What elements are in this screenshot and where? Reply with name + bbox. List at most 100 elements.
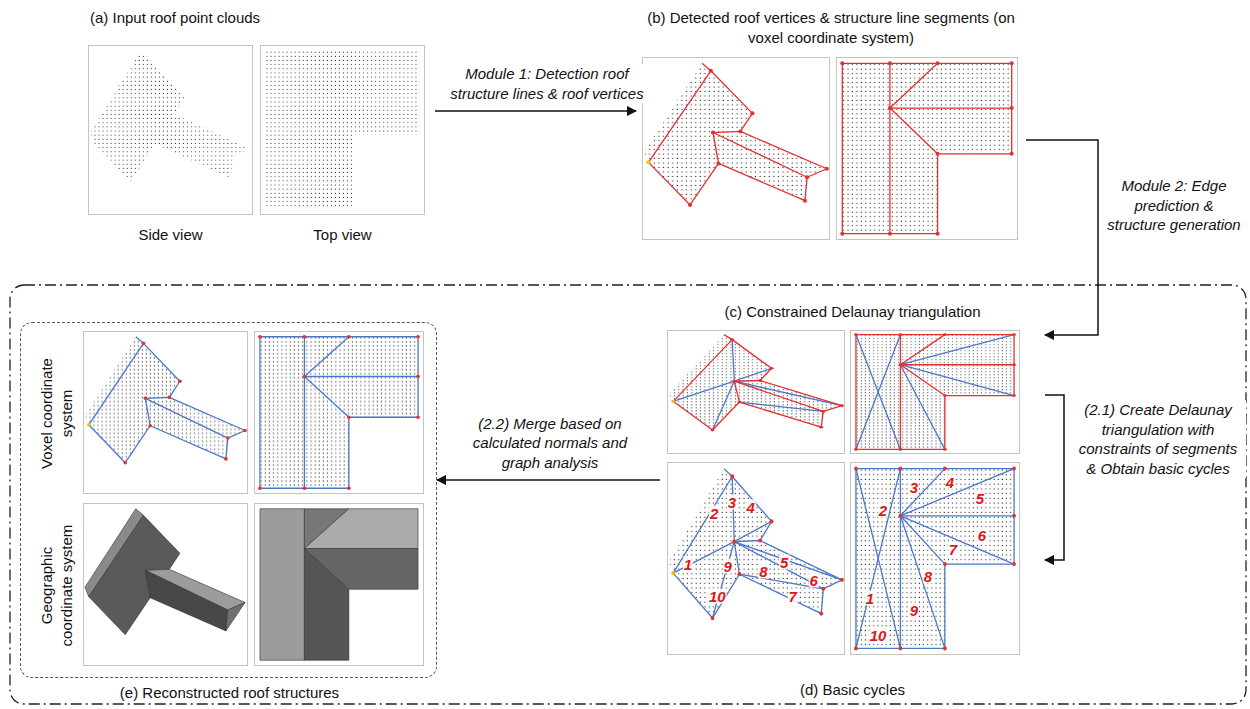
structure-line bbox=[711, 71, 753, 114]
structure-line bbox=[734, 381, 823, 411]
roof-vertex bbox=[1012, 562, 1016, 566]
flow-arrow bbox=[1026, 140, 1098, 335]
roof-vertex bbox=[770, 519, 774, 523]
roof-vertex bbox=[936, 152, 940, 156]
point-cloud bbox=[304, 337, 418, 377]
roof-vertex bbox=[888, 106, 892, 110]
roof-vertex bbox=[737, 401, 741, 404]
callout-number: 1 bbox=[683, 557, 693, 572]
roof-vertex bbox=[770, 367, 774, 370]
triangulation-edge bbox=[673, 542, 734, 573]
structure-line bbox=[739, 402, 821, 427]
callout-number: 4 bbox=[746, 500, 756, 515]
triangulation-edge bbox=[734, 368, 771, 381]
triangulation-edge bbox=[900, 365, 1014, 396]
panel: (c) Constrained Delaunay triangulation bbox=[660, 298, 1045, 458]
triangulation-edge bbox=[856, 469, 900, 649]
panel-heading: (c) Constrained Delaunay triangulation bbox=[660, 302, 1045, 322]
roof-vertex bbox=[943, 466, 947, 470]
point-cloud bbox=[734, 381, 823, 427]
panel-heading: Side view bbox=[88, 225, 253, 245]
roof-vertex bbox=[840, 404, 844, 407]
roof-face bbox=[304, 509, 418, 549]
panel: Top view bbox=[260, 45, 425, 245]
roof-vertex bbox=[840, 578, 844, 582]
structure-line bbox=[823, 580, 842, 589]
structure-line bbox=[889, 63, 890, 233]
roof-vertex bbox=[758, 538, 762, 542]
structure-line bbox=[259, 337, 260, 489]
structure-line bbox=[673, 401, 712, 430]
roof-vertex bbox=[416, 415, 420, 419]
structure-line bbox=[145, 398, 227, 438]
roof-vertex bbox=[303, 335, 307, 339]
structure-line bbox=[821, 411, 823, 427]
roof-vertex bbox=[711, 616, 715, 620]
triangulation-edge bbox=[734, 542, 842, 580]
structure-line bbox=[713, 402, 740, 430]
roof-vertex bbox=[144, 396, 148, 400]
edge-label: (2.1) Create Delaunay triangulation with… bbox=[1070, 400, 1246, 478]
roof-vertex bbox=[258, 486, 262, 490]
structure-line bbox=[143, 343, 179, 381]
point-cloud bbox=[309, 51, 419, 93]
roof-vertex bbox=[821, 587, 825, 591]
edge-label: (2.2) Merge based on calculated normals … bbox=[452, 414, 648, 473]
roof-vertex bbox=[899, 363, 903, 366]
roof-vertex bbox=[819, 611, 823, 615]
roof-image bbox=[850, 462, 1020, 655]
point-cloud bbox=[900, 469, 1014, 516]
structure-line bbox=[734, 542, 739, 575]
structure-line bbox=[673, 476, 732, 573]
structure-line bbox=[690, 163, 718, 205]
point-cloud bbox=[260, 337, 304, 489]
callout-number: 5 bbox=[975, 491, 985, 506]
callout-number: 10 bbox=[869, 627, 888, 642]
structure-line bbox=[673, 573, 712, 618]
roof-vertex bbox=[1012, 333, 1016, 336]
structure-line bbox=[807, 169, 827, 178]
roof-vertex bbox=[730, 474, 734, 478]
roof-figure bbox=[668, 463, 844, 654]
callout-number: 7 bbox=[787, 588, 797, 603]
structure-line bbox=[842, 63, 843, 233]
point-cloud bbox=[309, 92, 419, 134]
panel: Side view bbox=[88, 45, 253, 245]
structure-line bbox=[734, 542, 823, 589]
roof-vertex bbox=[224, 457, 228, 461]
callout-number: 1 bbox=[865, 591, 875, 606]
callout-number: 2 bbox=[878, 502, 888, 517]
structure-line bbox=[150, 426, 226, 459]
structure-line bbox=[349, 417, 418, 418]
point-cloud bbox=[150, 115, 232, 178]
callout-number: 6 bbox=[977, 527, 987, 542]
roof-face bbox=[145, 570, 227, 631]
structure-line bbox=[900, 335, 901, 450]
roof-vertex bbox=[243, 429, 247, 433]
point-cloud bbox=[304, 377, 418, 418]
roof-vertex bbox=[936, 232, 940, 236]
row-label: Voxel coordinate system bbox=[37, 338, 76, 488]
roof-vertex bbox=[899, 448, 903, 451]
callout-number: 7 bbox=[948, 542, 958, 557]
structure-line bbox=[648, 71, 710, 163]
triangulation-edge bbox=[713, 542, 735, 618]
triangulation-edge bbox=[734, 521, 771, 541]
point-cloud bbox=[856, 335, 900, 450]
roof-vertex bbox=[1012, 514, 1016, 518]
edge-label: Module 2: Edge prediction & structure ge… bbox=[1104, 176, 1244, 235]
structure-line bbox=[228, 430, 245, 438]
structure-line bbox=[89, 343, 144, 424]
structure-line bbox=[900, 365, 944, 396]
structure-line bbox=[760, 521, 771, 540]
callout-number: 4 bbox=[945, 475, 955, 490]
roof-vertex bbox=[758, 379, 762, 382]
structure-line bbox=[740, 131, 826, 168]
structure-line bbox=[823, 406, 842, 412]
module-frame bbox=[10, 285, 1246, 704]
callout-number: 8 bbox=[758, 563, 768, 578]
structure-line bbox=[734, 381, 739, 402]
roof-image bbox=[83, 331, 248, 494]
roof-vertex bbox=[1012, 394, 1016, 397]
point-cloud bbox=[856, 469, 900, 649]
